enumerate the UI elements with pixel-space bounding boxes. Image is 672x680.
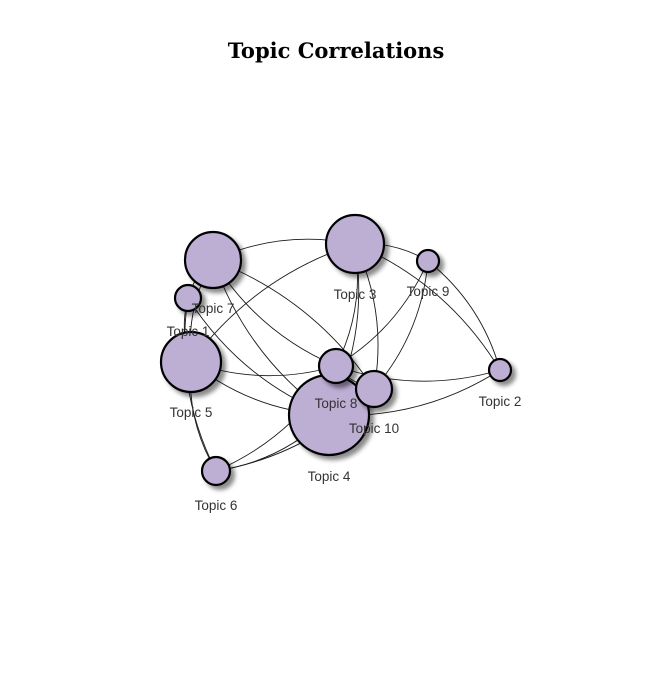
node-t9 [415,248,441,274]
node-label-t5: Topic 5 [170,405,213,420]
node-t2 [487,357,513,383]
node-t3 [324,213,386,275]
node-label-t8: Topic 8 [315,396,358,411]
nodes-layer [159,213,513,487]
node-label-t9: Topic 9 [407,284,450,299]
node-t1 [173,283,203,313]
node-t6 [200,455,232,487]
node-label-t6: Topic 6 [195,498,238,513]
edge-t9-t2 [427,260,501,371]
node-label-t10: Topic 10 [349,421,399,436]
node-label-t7: Topic 7 [192,301,235,316]
edge-t2-t8 [335,365,501,382]
page-title: Topic Correlations [227,38,445,63]
node-label-t2: Topic 2 [479,394,522,409]
node-label-t4: Topic 4 [308,469,351,484]
edge-t9-t10 [373,260,429,390]
node-t10 [354,369,394,409]
labels-layer: Topic 1 Topic 2 Topic 3 Topic 4 Topic 5 Topic… [167,284,522,513]
node-t8 [317,347,355,385]
node-label-t1: Topic 1 [167,324,210,339]
node-t5 [159,330,223,394]
node-label-t3: Topic 3 [334,287,377,302]
node-t7 [183,230,243,290]
